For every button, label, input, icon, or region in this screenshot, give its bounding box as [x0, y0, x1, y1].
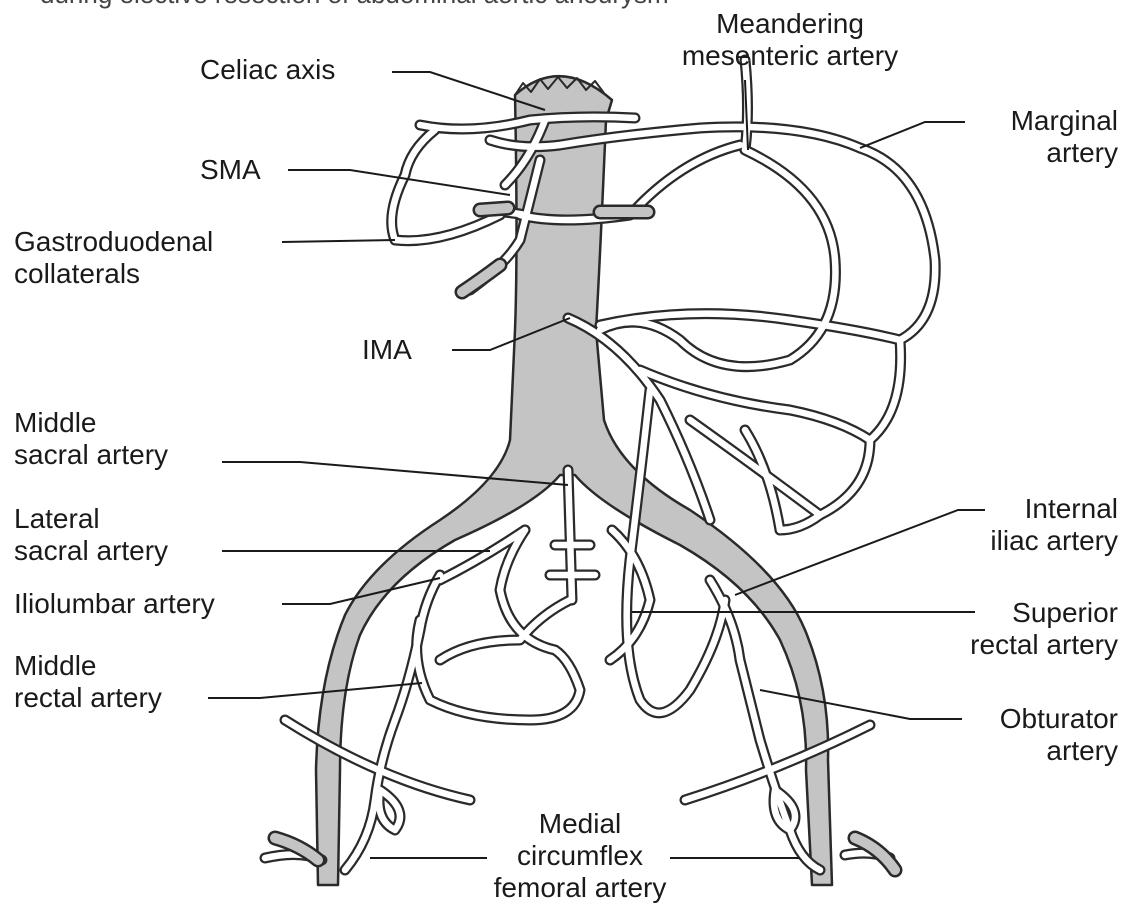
label-middle-rectal-artery: Middle rectal artery — [14, 650, 162, 714]
leader-gastroduodenal — [282, 240, 395, 242]
label-gastroduodenal-collaterals: Gastroduodenal collaterals — [14, 226, 213, 290]
label-iliolumbar-artery: Iliolumbar artery — [14, 588, 215, 620]
leader-middle-rectal — [208, 683, 422, 698]
label-obturator-artery: Obturator artery — [920, 703, 1118, 767]
label-marginal-artery: Marginal artery — [960, 105, 1118, 169]
leader-marginal — [860, 122, 965, 148]
label-sma: SMA — [200, 154, 261, 186]
label-lateral-sacral-artery: Lateral sacral artery — [14, 503, 168, 567]
label-medial-circumflex-femoral-artery: Medial circumflex femoral artery — [430, 808, 730, 904]
label-celiac-axis: Celiac axis — [200, 54, 335, 86]
label-ima: IMA — [362, 334, 412, 366]
header-fragment-text: during elective resection of abdominal a… — [40, 0, 669, 10]
label-internal-iliac-artery: Internal iliac artery — [920, 493, 1118, 557]
label-superior-rectal-artery: Superior rectal artery — [900, 597, 1118, 661]
label-middle-sacral-artery: Middle sacral artery — [14, 407, 168, 471]
label-meandering-mesenteric-artery: Meandering mesenteric artery — [640, 8, 940, 72]
